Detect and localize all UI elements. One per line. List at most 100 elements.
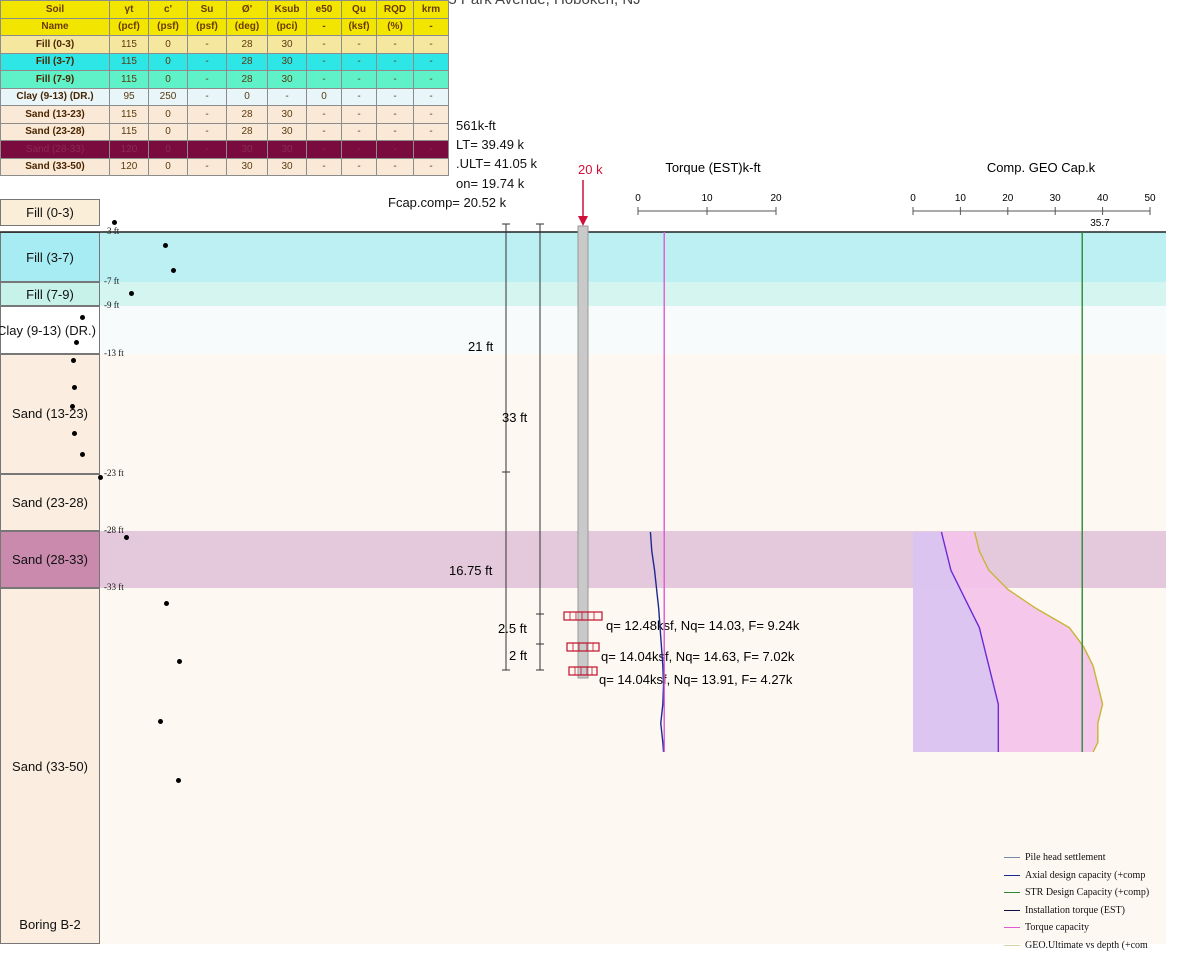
series-line-1-0 xyxy=(940,531,1000,752)
table-cell: - xyxy=(306,105,342,124)
table-unit-9: - xyxy=(413,17,449,36)
dim-2ft: 2 ft xyxy=(509,648,527,663)
legend-item: Torque capacity xyxy=(1004,922,1089,933)
result-ult-1: LT= 39.49 k xyxy=(456,137,525,152)
table-header-8: RQD xyxy=(376,0,414,19)
x-tick-label: 40 xyxy=(1097,193,1109,204)
legend-item: Installation torque (EST) xyxy=(1004,905,1125,916)
table-cell: 250 xyxy=(148,87,188,106)
table-unit-1: (pcf) xyxy=(109,17,149,36)
legend-swatch xyxy=(1004,927,1020,929)
table-header-6: e50 xyxy=(306,0,342,19)
table-cell: - xyxy=(341,87,377,106)
str-capacity-annotation: 35.7 xyxy=(1090,218,1110,229)
table-cell: Sand (23-28) xyxy=(0,122,110,141)
table-cell: 115 xyxy=(109,52,149,71)
table-cell: Fill (0-3) xyxy=(0,35,110,54)
spt-point xyxy=(71,358,76,364)
table-cell: - xyxy=(376,157,414,176)
depth-label: -13 ft xyxy=(104,348,124,358)
result-torque: 561k-ft xyxy=(456,118,496,133)
table-cell: - xyxy=(341,140,377,159)
table-cell: 120 xyxy=(109,157,149,176)
table-cell: 28 xyxy=(226,70,268,89)
legend-label: GEO.Ultimate vs depth (+com xyxy=(1025,939,1148,951)
dimension-lines xyxy=(502,223,544,671)
x-tick-label: 30 xyxy=(1050,193,1062,204)
dim-21ft: 21 ft xyxy=(468,339,494,354)
table-cell: - xyxy=(187,70,227,89)
table-cell: 0 xyxy=(148,52,188,71)
helix-2 xyxy=(566,642,600,652)
table-cell: - xyxy=(341,157,377,176)
table-cell: - xyxy=(341,52,377,71)
table-cell: - xyxy=(187,105,227,124)
table-cell: - xyxy=(376,140,414,159)
table-cell: 30 xyxy=(267,140,307,159)
x-tick-label: 10 xyxy=(955,193,967,204)
spt-point xyxy=(112,220,117,226)
result-tension: on= 19.74 k xyxy=(456,176,525,191)
spt-point xyxy=(171,267,176,273)
legend-swatch xyxy=(1004,944,1020,946)
table-cell: - xyxy=(187,140,227,159)
table-cell: 30 xyxy=(267,105,307,124)
table-cell: 30 xyxy=(267,70,307,89)
table-cell: 0 xyxy=(148,70,188,89)
table-cell: 30 xyxy=(226,157,268,176)
page-heading-fragment: 25 Park Avenue, Hoboken, NJ xyxy=(440,0,641,8)
table-cell: - xyxy=(376,70,414,89)
load-arrowhead xyxy=(578,216,588,226)
table-unit-7: (ksf) xyxy=(341,17,377,36)
soil-layer-label: Clay (9-13) (DR.) xyxy=(0,306,100,354)
legend-swatch xyxy=(1004,874,1020,876)
table-cell: - xyxy=(306,52,342,71)
table-cell: - xyxy=(306,140,342,159)
table-cell: - xyxy=(413,105,449,124)
depth-label: -28 ft xyxy=(104,524,124,535)
table-unit-2: (psf) xyxy=(148,17,188,36)
table-unit-8: (%) xyxy=(376,17,414,36)
spt-point xyxy=(176,777,181,783)
table-cell: 30 xyxy=(267,157,307,176)
soil-layer-label: Sand (23-28) xyxy=(0,473,100,531)
spt-point xyxy=(124,535,129,540)
helix-3 xyxy=(568,666,598,676)
spt-point xyxy=(72,431,77,437)
table-cell: 30 xyxy=(267,52,307,71)
legend-label: Axial design capacity (+comp xyxy=(1025,869,1146,881)
table-unit-4: (deg) xyxy=(226,17,268,36)
table-header-5: Ksub xyxy=(267,0,307,19)
table-cell: 0 xyxy=(148,105,188,124)
table-cell: 28 xyxy=(226,52,268,71)
table-header-1: γt xyxy=(109,0,149,19)
table-cell: Sand (13-23) xyxy=(0,105,110,124)
table-cell: 0 xyxy=(148,35,188,54)
table-cell: - xyxy=(267,87,307,106)
x-tick-label: 50 xyxy=(1144,193,1156,204)
soil-layer-label: Sand (33-50) xyxy=(0,588,100,945)
spt-point xyxy=(164,600,169,606)
table-cell: 0 xyxy=(148,122,188,141)
helix-1 xyxy=(563,611,603,621)
table-cell: - xyxy=(413,35,449,54)
table-header-4: Ø' xyxy=(226,0,268,19)
helix-note-1: q= 12.48ksf, Nq= 14.03, F= 9.24k xyxy=(606,618,800,633)
table-cell: - xyxy=(341,35,377,54)
table-cell: - xyxy=(413,87,449,106)
table-header-9: krm xyxy=(413,0,449,19)
table-cell: Clay (9-13) (DR.) xyxy=(0,87,110,106)
soil-layer-label: Sand (28-33) xyxy=(0,530,100,589)
table-cell: 0 xyxy=(306,87,342,106)
table-cell: - xyxy=(413,70,449,89)
result-ult-2: .ULT= 41.05 k xyxy=(456,156,538,171)
table-cell: Sand (28-33) xyxy=(0,140,110,159)
soil-layer-label: Fill (0-3) xyxy=(0,199,100,226)
depth-label: -7 ft xyxy=(104,276,120,287)
x-tick-label: 0 xyxy=(910,193,916,204)
spt-point xyxy=(129,291,134,296)
depth-label: -9 ft xyxy=(104,300,120,311)
